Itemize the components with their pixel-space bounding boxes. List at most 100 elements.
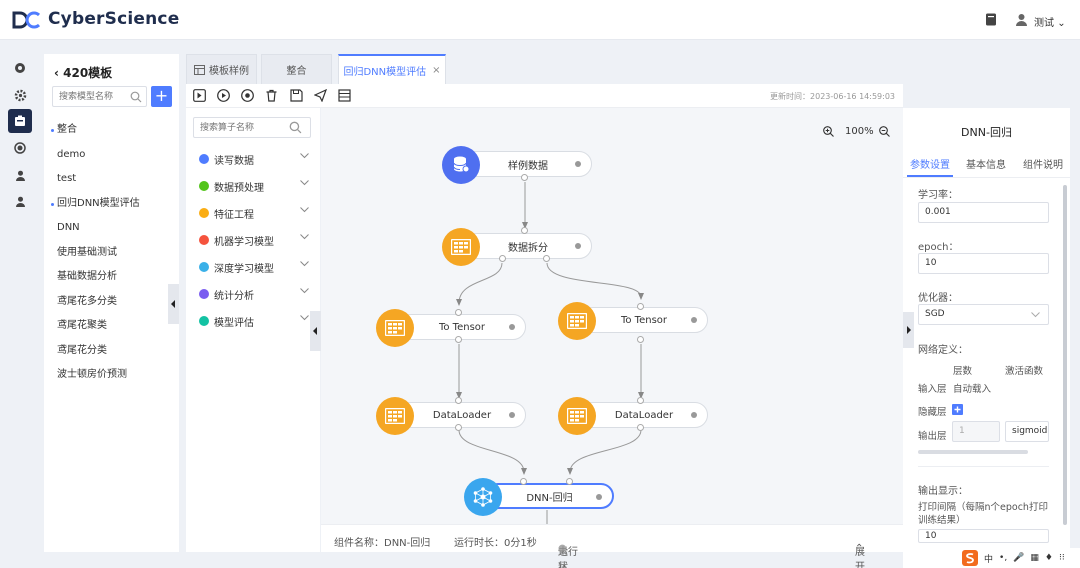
- operator-category[interactable]: 特征工程: [199, 205, 309, 221]
- template-save-icon[interactable]: [338, 89, 351, 102]
- output-port[interactable]: [455, 424, 462, 431]
- workflow-canvas[interactable]: 100% 样例数据 数据拆分 To Tensor To Tensor DataL…: [321, 108, 903, 524]
- database-icon: [442, 146, 480, 184]
- save-icon[interactable]: [290, 89, 303, 102]
- input-port[interactable]: [521, 227, 528, 234]
- template-list-item[interactable]: DNN: [57, 222, 80, 233]
- tab-component-doc[interactable]: 组件说明: [1023, 160, 1063, 171]
- node-dataloader-right[interactable]: DataLoader: [580, 402, 708, 428]
- input-port[interactable]: [520, 478, 527, 485]
- sogou-logo-icon[interactable]: [962, 550, 978, 566]
- add-hidden-layer-button[interactable]: [952, 404, 963, 415]
- collapse-template-panel-button[interactable]: [168, 284, 179, 324]
- delete-icon[interactable]: [265, 89, 278, 102]
- node-to-tensor-left[interactable]: To Tensor: [398, 314, 526, 340]
- stop-icon[interactable]: [241, 89, 254, 102]
- rail-target[interactable]: [8, 136, 32, 160]
- output-port[interactable]: [455, 336, 462, 343]
- run-to-here-icon[interactable]: [193, 89, 206, 102]
- template-list-item[interactable]: test: [57, 173, 77, 184]
- microphone-icon[interactable]: 🎤: [1013, 553, 1025, 563]
- input-port[interactable]: [637, 303, 644, 310]
- input-port[interactable]: [566, 478, 573, 485]
- node-data-split[interactable]: 数据拆分: [464, 233, 592, 259]
- output-layer-count-input[interactable]: 1: [952, 421, 1000, 442]
- search-icon[interactable]: [289, 121, 302, 134]
- learning-rate-input[interactable]: 0.001: [918, 202, 1049, 223]
- node-dnn-regression[interactable]: DNN-回归: [485, 483, 614, 509]
- toggle-properties-panel-button[interactable]: [903, 312, 914, 348]
- template-list-item[interactable]: 鸢尾花聚类: [57, 320, 107, 331]
- template-search-input[interactable]: [53, 87, 125, 106]
- input-port[interactable]: [455, 397, 462, 404]
- template-list-item[interactable]: 基础数据分析: [57, 271, 117, 282]
- operator-category[interactable]: 模型评估: [199, 313, 309, 329]
- table-icon: [558, 397, 596, 435]
- run-duration: 运行时长：0分1秒: [454, 538, 537, 549]
- add-template-button[interactable]: +: [151, 86, 172, 107]
- skin-icon[interactable]: ♦: [1044, 553, 1053, 563]
- output-port[interactable]: [499, 255, 506, 262]
- play-icon[interactable]: [217, 89, 230, 102]
- template-list-item[interactable]: 鸢尾花分类: [57, 344, 107, 356]
- node-to-tensor-right[interactable]: To Tensor: [580, 307, 708, 333]
- template-list-item[interactable]: 回归DNN模型评估: [44, 192, 179, 217]
- node-dataloader-left[interactable]: DataLoader: [398, 402, 526, 428]
- optimizer-label: 优化器：: [918, 293, 958, 304]
- operator-category[interactable]: 统计分析: [199, 286, 309, 302]
- rail-user[interactable]: [8, 163, 32, 187]
- rail-user-manage[interactable]: [8, 189, 32, 213]
- operator-category[interactable]: 数据预处理: [199, 178, 309, 194]
- template-list-item[interactable]: demo: [57, 148, 86, 160]
- template-list-item[interactable]: 整合: [44, 118, 179, 143]
- keyboard-icon[interactable]: ▦: [1030, 553, 1039, 563]
- operator-search-input[interactable]: [194, 118, 284, 137]
- template-list-item[interactable]: 波士顿房价预测: [57, 369, 127, 380]
- output-port[interactable]: [637, 336, 644, 343]
- document-icon[interactable]: [985, 13, 997, 26]
- tab-parameters[interactable]: 参数设置: [910, 160, 950, 171]
- collapse-operator-panel-button[interactable]: [310, 311, 321, 351]
- plus-icon: [954, 406, 961, 413]
- properties-scrollbar[interactable]: [1063, 185, 1067, 525]
- rail-workflow[interactable]: [8, 109, 32, 133]
- output-activation-select[interactable]: sigmoid: [1005, 421, 1049, 442]
- left-nav-rail: [0, 40, 40, 568]
- operator-category[interactable]: 深度学习模型: [199, 259, 309, 275]
- input-port[interactable]: [637, 397, 644, 404]
- optimizer-select[interactable]: SGD: [918, 304, 1049, 325]
- epoch-input[interactable]: 10: [918, 253, 1049, 274]
- user-avatar-icon[interactable]: [1015, 13, 1028, 26]
- tab-regression-dnn[interactable]: 回归DNN模型评估 ×: [338, 54, 446, 84]
- output-port[interactable]: [521, 174, 528, 181]
- tab-basic-info[interactable]: 基本信息: [966, 160, 1006, 171]
- ime-language[interactable]: 中: [984, 554, 994, 565]
- operator-category[interactable]: 读写数据: [199, 151, 309, 167]
- print-interval-input[interactable]: 10: [918, 529, 1049, 543]
- output-port[interactable]: [637, 424, 644, 431]
- template-group-title[interactable]: ‹ 420模板: [54, 64, 112, 81]
- zoom-in-icon[interactable]: [823, 126, 834, 137]
- username-menu[interactable]: 测试 ⌄: [1034, 14, 1066, 29]
- ime-toolbar: 中 •, 🎤 ▦ ♦ ⁝⁝: [958, 548, 1080, 568]
- tab-template-examples[interactable]: 模板样例: [186, 54, 257, 84]
- zoom-out-icon[interactable]: [879, 126, 890, 137]
- rail-dashboard[interactable]: [8, 56, 32, 80]
- node-sample-data[interactable]: 样例数据: [464, 151, 592, 177]
- input-port[interactable]: [455, 309, 462, 316]
- chevron-down-icon: [1031, 312, 1040, 318]
- punctuation-icon[interactable]: •,: [999, 553, 1008, 563]
- rail-settings[interactable]: [8, 83, 32, 107]
- output-port[interactable]: [543, 255, 550, 262]
- template-list-item[interactable]: 使用基础测试: [57, 246, 117, 258]
- operator-category[interactable]: 机器学习模型: [199, 232, 309, 248]
- send-icon[interactable]: [314, 89, 327, 102]
- close-tab-icon[interactable]: ×: [432, 64, 441, 76]
- search-icon[interactable]: [130, 91, 142, 103]
- column-header-layers: 层数: [953, 366, 973, 377]
- horizontal-scrollbar[interactable]: [918, 450, 1028, 454]
- toolbox-icon[interactable]: ⁝⁝: [1059, 553, 1065, 563]
- expand-label: 展开: [855, 547, 865, 568]
- tab-integrate[interactable]: 整合: [261, 54, 332, 84]
- template-list-item[interactable]: 鸢尾花多分类: [57, 295, 117, 307]
